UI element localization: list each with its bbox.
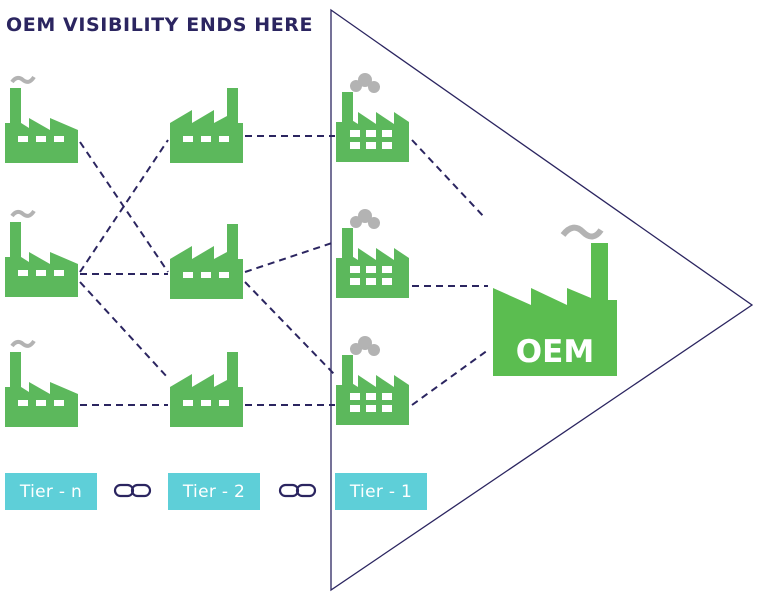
link-n2-t2-top xyxy=(79,139,169,273)
smoke-icon xyxy=(560,224,604,240)
link-t1bot-oem xyxy=(411,349,489,406)
factory-icon xyxy=(336,336,409,425)
factory-icon xyxy=(336,73,409,162)
oem-visibility-triangle xyxy=(330,8,754,592)
link-t2mid-t1bot xyxy=(244,281,336,376)
tier-badge-2: Tier - 2 xyxy=(168,473,260,510)
chain-link-icon xyxy=(278,483,317,498)
supply-links xyxy=(79,135,489,406)
factory-icon xyxy=(336,209,409,298)
visibility-heading: OEM VISIBILITY ENDS HERE xyxy=(6,14,314,36)
smoke-icon xyxy=(10,339,36,348)
smoke-icon xyxy=(10,209,36,218)
smoke-icon xyxy=(350,73,380,93)
factory-icon xyxy=(5,209,78,297)
factory-icon xyxy=(170,88,243,163)
oem-label: OEM xyxy=(516,334,594,370)
smoke-icon xyxy=(10,75,36,84)
oem-factory-icon: OEM xyxy=(493,224,617,376)
link-t1top-oem xyxy=(411,139,486,219)
tier-badge-n: Tier - n xyxy=(5,473,97,510)
factory-icon xyxy=(5,75,78,163)
smoke-icon xyxy=(350,209,380,229)
tier-badge-1: Tier - 1 xyxy=(335,473,427,510)
factory-icon xyxy=(170,224,243,299)
link-n2-t2-bottom xyxy=(79,281,169,379)
factory-icon xyxy=(5,339,78,427)
chain-link-icon xyxy=(113,483,152,498)
smoke-icon xyxy=(350,336,380,356)
link-t2mid-t1mid xyxy=(244,241,336,273)
factory-icon xyxy=(170,352,243,427)
